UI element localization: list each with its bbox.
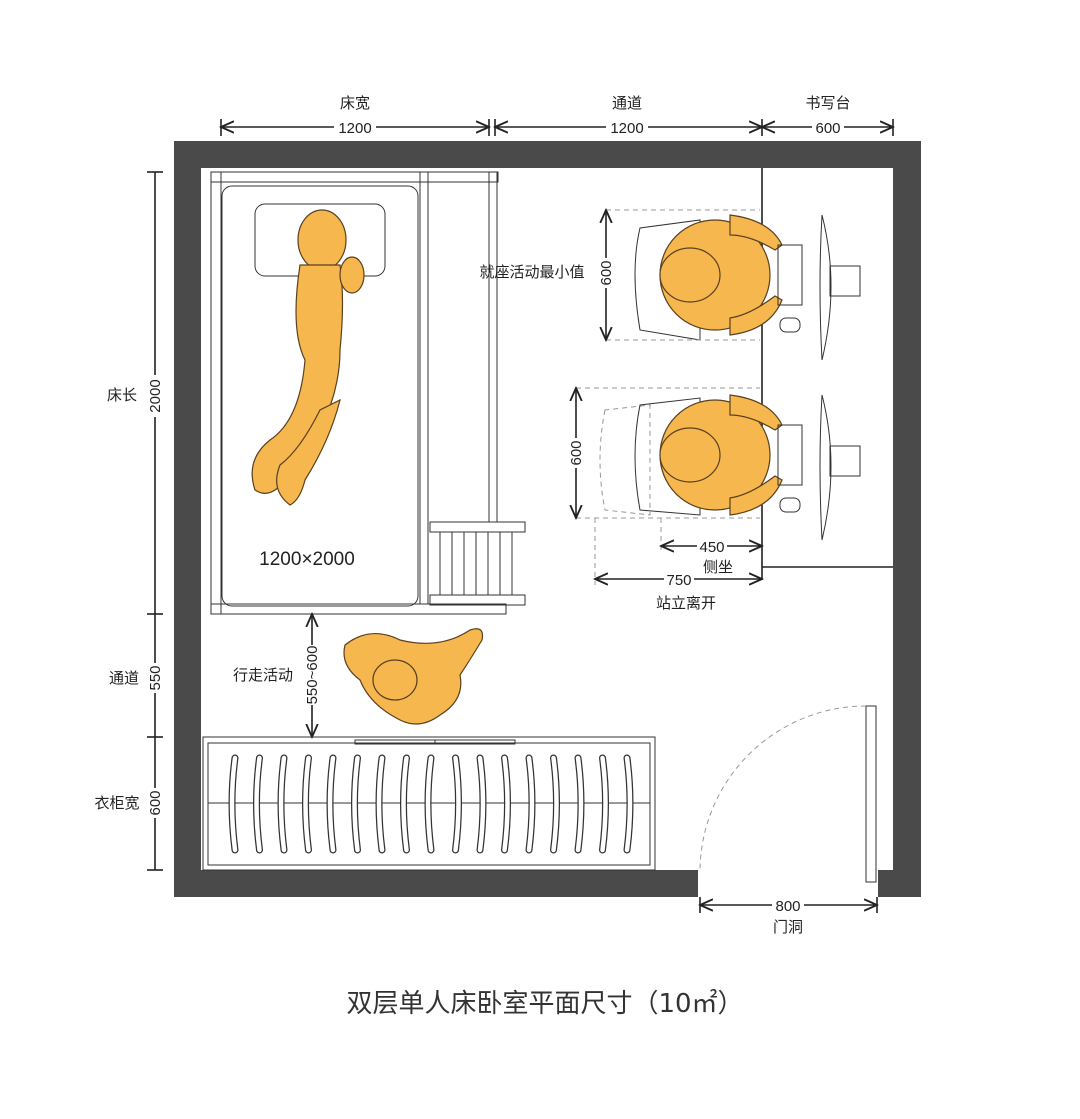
monitor [819, 214, 832, 361]
bed-size-label: 1200×2000 [259, 549, 355, 570]
hanger [575, 755, 584, 853]
workstation-2 [576, 387, 861, 585]
diagram-title: 双层单人床卧室平面尺寸（10㎡） [346, 989, 743, 1019]
clothes-hangers [228, 754, 634, 854]
side-sit-label: 侧坐 [703, 558, 733, 576]
keyboard [777, 244, 803, 306]
hanger [624, 755, 633, 853]
top-dimension-passage: 1200 通道 [495, 94, 762, 137]
passage-label: 通道 [109, 669, 139, 687]
dimension-value: 600 [815, 120, 840, 137]
dimension-label: 书写台 [805, 94, 850, 112]
keyboard [777, 424, 803, 486]
bed-length-label: 床长 [107, 386, 137, 404]
hanger [600, 755, 608, 853]
hanger [278, 755, 287, 853]
hanger [551, 755, 559, 853]
mouse [779, 317, 801, 333]
hanger [254, 755, 262, 853]
top-dimension-desk: 600 书写台 [762, 94, 893, 137]
wardrobe-width-label: 衣柜宽 [94, 794, 139, 812]
bunk-bed: 1200×2000 [210, 171, 526, 615]
hanger [376, 755, 385, 853]
door-width-value: 800 [775, 898, 800, 915]
hanger [401, 755, 409, 853]
door: 800 门洞 [700, 705, 877, 936]
monitor [819, 394, 832, 541]
hanger [477, 755, 486, 853]
stand-label: 站立离开 [656, 594, 716, 612]
workstation-1 [606, 209, 861, 361]
stand-value: 750 [666, 572, 691, 589]
bed-length-value: 2000 [147, 379, 164, 412]
door-label: 门洞 [773, 918, 803, 936]
passage-value: 550 [147, 665, 164, 690]
seat-min-label: 就座活动最小值 [479, 263, 584, 281]
seat-depth-2: 600 [568, 440, 585, 465]
hanger [453, 755, 461, 853]
dimension-value: 1200 [610, 120, 643, 137]
wardrobe-width-value: 600 [147, 790, 164, 815]
hanger [425, 755, 434, 853]
seat-depth-1: 600 [598, 260, 615, 285]
hanger [327, 755, 336, 853]
walkway-dimension: 550~600 行走活动 [233, 614, 484, 737]
wardrobe [202, 736, 656, 871]
hanger [303, 755, 311, 853]
stairs [429, 521, 526, 606]
side-sit-value: 450 [699, 539, 724, 556]
left-dimensions: 2000 床长 550 通道 600 衣柜宽 [94, 171, 164, 871]
hanger [229, 755, 238, 853]
sleeping-person [251, 209, 365, 506]
dimension-value: 1200 [338, 120, 371, 137]
dimension-label: 通道 [612, 94, 642, 112]
dimension-label: 床宽 [340, 94, 370, 112]
mouse [779, 497, 801, 513]
top-dimension-bed-width: 1200 床宽 [221, 94, 489, 137]
hanger [352, 755, 360, 853]
walking-person [343, 628, 484, 725]
hanger [502, 755, 510, 853]
walkway-value: 550~600 [304, 646, 321, 705]
hanger [526, 755, 535, 853]
walkway-label: 行走活动 [233, 666, 293, 684]
walls [174, 141, 921, 897]
desk-area: 600 就座活动最小值 600 450 侧坐 750 站立离开 [479, 168, 893, 612]
